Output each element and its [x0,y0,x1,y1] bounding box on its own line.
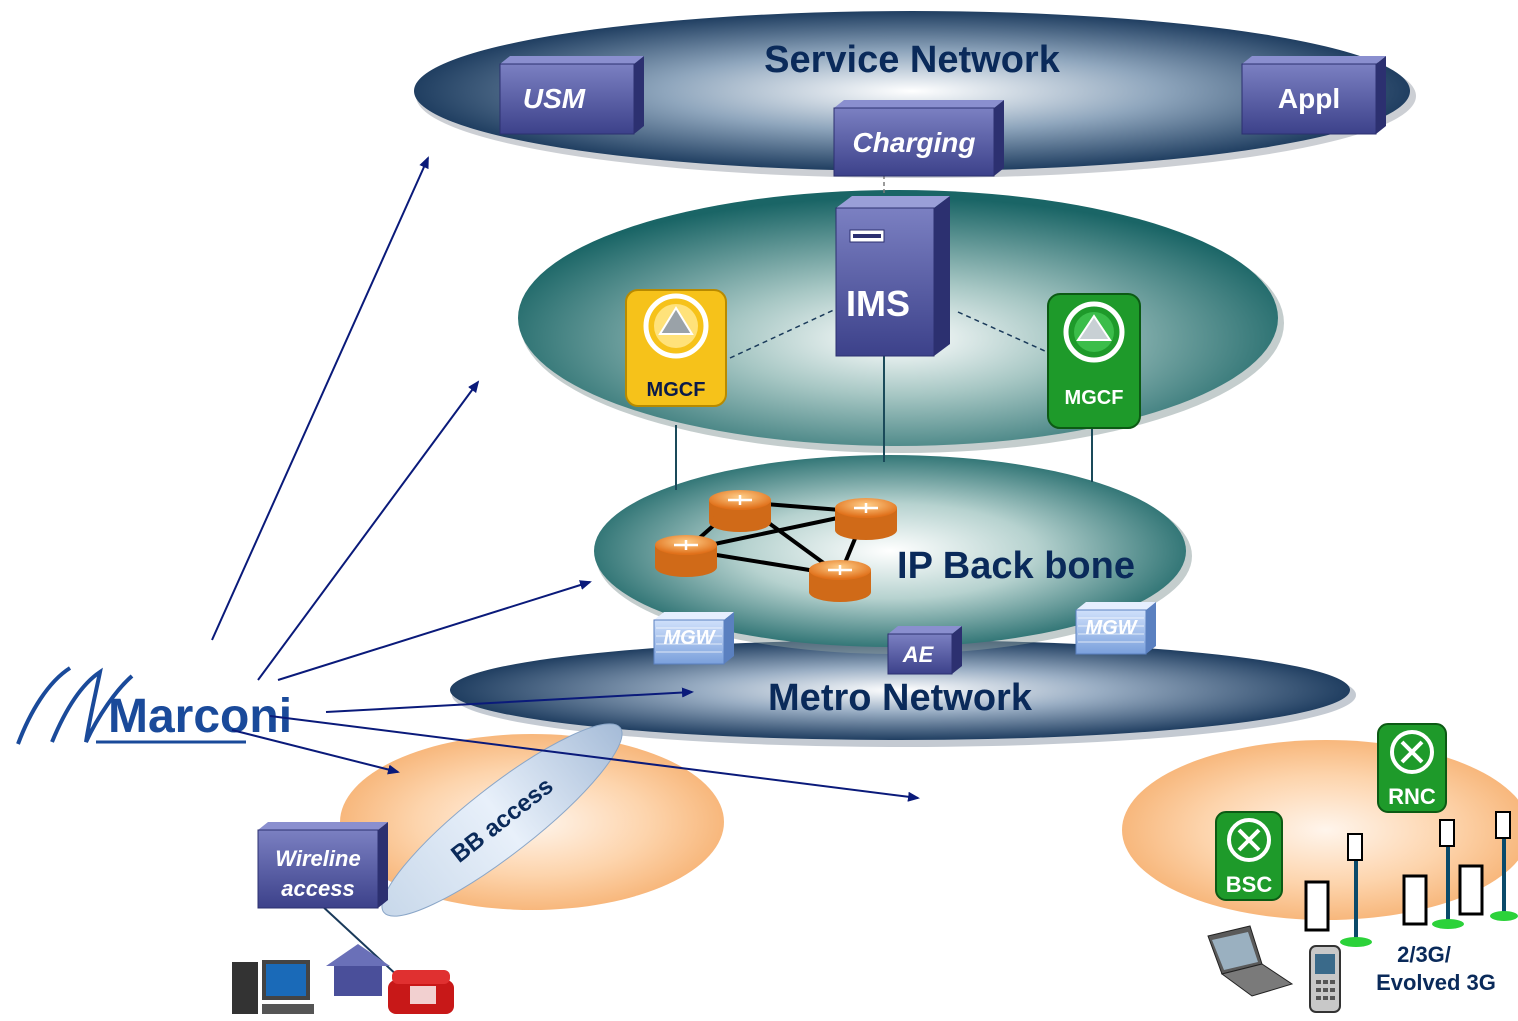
router-icon [655,535,717,577]
appl-server: Appl [1241,56,1386,135]
charging-label: Charging [853,127,976,158]
mgw-right-label: MGW [1085,617,1138,639]
usm-label: USM [523,83,586,114]
logo-text: Marconi [108,690,292,743]
x-icon [1237,828,1261,852]
mgw-right-node: MGW [1075,602,1156,655]
bsc-node: BSC [1215,811,1283,901]
service-network-title: Service Network [764,39,1061,81]
mgcf-green-node: MGCF [1047,293,1141,429]
rnc-node: RNC [1377,723,1447,813]
desktop-computer-icon [232,960,314,1014]
radio-label-line1: 2/3G/ [1397,942,1451,967]
laptop-icon [1207,925,1294,997]
mgw-left-node: MGW [653,612,734,665]
x-icon [1400,740,1424,764]
ip-backbone-title: IP Back bone [897,545,1135,587]
ae-node: AE [887,626,962,675]
bb-access-oval: BB access [381,723,623,917]
triangle-icon [658,306,694,335]
router-icon [809,560,871,602]
mobile-phone-icon [1309,945,1341,1013]
mgcf-yellow-node: MGCF [625,289,727,407]
telephone-icon [388,970,454,1014]
marconi-arrows [211,156,920,802]
service-network-ellipse: Service Network [414,11,1416,178]
bsc-label: BSC [1226,872,1273,897]
triangle-icon [1076,314,1112,341]
ae-label: AE [902,642,935,667]
wireline-label-line2: access [281,876,354,901]
ims-server: IMS [835,196,950,357]
ims-label: IMS [846,283,910,324]
wireline-label-line1: Wireline [275,846,360,871]
router-icon [835,498,897,540]
house-icon [326,944,390,996]
rnc-label: RNC [1388,784,1436,809]
router-icon [709,490,771,532]
charging-server: Charging [833,100,1004,177]
wireline-access-server: Wireline access [257,822,388,909]
marconi-logo: Marconi [16,666,292,745]
mgw-left-label: MGW [663,627,716,649]
metro-network-ellipse: Metro Network [450,640,1356,747]
appl-label: Appl [1278,83,1340,114]
mgcf-right-label: MGCF [1065,387,1124,409]
radio-label-line2: Evolved 3G [1376,970,1496,995]
base-station-icons [1304,864,1484,932]
metro-network-title: Metro Network [768,677,1033,719]
antenna-icons [1340,811,1518,947]
usm-server: USM [499,56,644,135]
mgcf-left-label: MGCF [647,379,706,401]
